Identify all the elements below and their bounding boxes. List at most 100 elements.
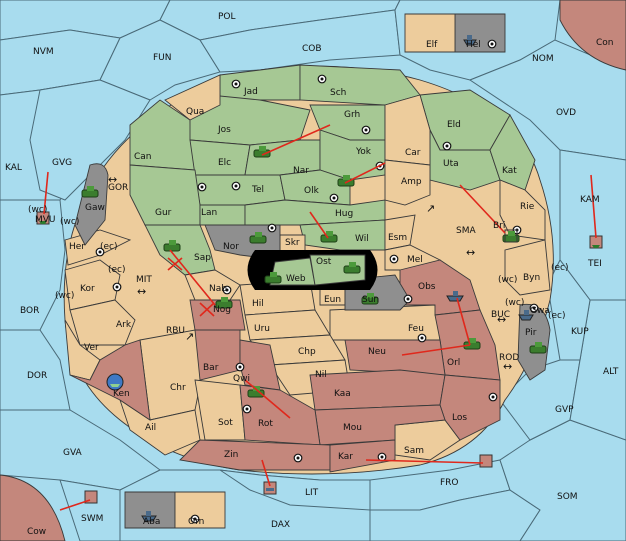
army-unit-icon[interactable]: [249, 232, 267, 244]
label-alt: ALT: [603, 367, 619, 377]
label-sot: Sot: [218, 418, 233, 428]
label-grh: Grh: [344, 110, 360, 120]
sea-region[interactable]: [499, 419, 626, 541]
fleet-unit-icon[interactable]: [504, 229, 518, 243]
label-ec-4: (ec): [548, 311, 566, 321]
province-tel[interactable]: [194, 174, 286, 206]
move-arrow: [459, 184, 506, 234]
label-wil: Wil: [355, 234, 369, 244]
label-obs: Obs: [418, 282, 436, 292]
fleet-unit-icon[interactable]: [589, 235, 603, 249]
army-unit-icon[interactable]: [163, 240, 181, 252]
province-sch[interactable]: [299, 64, 421, 106]
supply-center: [190, 514, 200, 524]
label-nog: Nog: [213, 305, 231, 315]
province-gaw[interactable]: [74, 163, 109, 246]
province-wil[interactable]: [299, 219, 386, 251]
fleet-unit-icon[interactable]: [463, 35, 477, 46]
label-ec-3: (ec): [108, 265, 126, 275]
army-unit-icon[interactable]: [253, 146, 271, 158]
province-amp[interactable]: [384, 159, 431, 206]
army-unit-icon[interactable]: [81, 186, 99, 198]
label-los: Los: [452, 413, 467, 423]
supply-center: [529, 303, 539, 313]
province-neu[interactable]: [344, 339, 446, 376]
label-hel: Hel: [466, 40, 481, 50]
fleet-units: [36, 35, 603, 522]
label-kam: KAM: [580, 195, 600, 205]
label-gwa: Gwa: [530, 306, 550, 316]
supply-center: [235, 362, 245, 372]
province-qua[interactable]: [164, 74, 221, 121]
label-ost: Ost: [316, 257, 332, 267]
label-rbu: RBU: [166, 326, 185, 336]
province-orn-box[interactable]: [174, 491, 226, 529]
province-zin[interactable]: [179, 439, 331, 471]
supply-center: [442, 141, 452, 151]
move-arrow: [43, 171, 49, 215]
label-dor: DOR: [27, 371, 47, 381]
label-zin: Zin: [224, 450, 238, 460]
move-arrow: [261, 459, 271, 487]
province-ark[interactable]: [69, 299, 136, 346]
fleet-unit-icon[interactable]: [446, 291, 464, 302]
province-pir[interactable]: [517, 303, 551, 381]
province-car[interactable]: [384, 94, 431, 166]
army-unit-icon[interactable]: [320, 231, 338, 243]
label-wc-1: (wc): [60, 217, 79, 227]
label-sun: Sun: [362, 295, 379, 305]
sea-region[interactable]: [468, 39, 626, 161]
fleet-unit-icon[interactable]: [106, 373, 124, 391]
supply-center: [317, 74, 327, 84]
label-mit: MIT: [136, 275, 152, 285]
province-byn[interactable]: [504, 239, 551, 296]
fleet-unit-icon[interactable]: [518, 310, 534, 321]
label-kal: KAL: [5, 163, 22, 173]
label-orn: Orn: [188, 517, 204, 527]
label-amp: Amp: [401, 177, 422, 187]
label-nil: Nil: [315, 370, 327, 380]
province-kat[interactable]: [489, 114, 536, 191]
army-unit-icon[interactable]: [343, 262, 361, 274]
label-eld: Eld: [447, 120, 461, 130]
supply-center: [488, 392, 498, 402]
label-buc: BUC: [491, 310, 510, 320]
label-mel: Mel: [407, 255, 423, 265]
move-arrow: [456, 297, 471, 346]
label-can: Can: [134, 152, 152, 162]
province-rot[interactable]: [239, 384, 321, 446]
sea-region[interactable]: [0, 329, 71, 411]
fleet-unit-icon[interactable]: [263, 481, 277, 495]
label-rie: Rie: [520, 202, 535, 212]
connector-icon: ↗: [185, 330, 194, 343]
label-hug: Hug: [335, 209, 353, 219]
label-lit: LIT: [305, 488, 319, 498]
province-kaa[interactable]: [309, 369, 446, 411]
label-sch: Sch: [330, 88, 346, 98]
army-unit-icon[interactable]: [264, 272, 282, 284]
failed-order-mark: [199, 302, 215, 317]
army-unit-icon[interactable]: [361, 293, 379, 305]
label-chr: Chr: [170, 383, 186, 393]
province-chr[interactable]: [139, 329, 206, 421]
label-mvu: MVU: [35, 215, 56, 225]
label-wc-2: (wc): [55, 291, 74, 301]
army-unit-icon[interactable]: [529, 342, 547, 354]
sea-region[interactable]: [559, 149, 626, 301]
fleet-unit-icon[interactable]: [479, 454, 493, 468]
sea-region[interactable]: [59, 479, 121, 541]
army-unit-icon[interactable]: [215, 297, 233, 309]
supply-center: [329, 193, 339, 203]
label-feu: Feu: [408, 324, 424, 334]
label-qua: Qua: [186, 107, 204, 117]
sea-region[interactable]: [0, 199, 66, 331]
province-elf-box[interactable]: [404, 13, 456, 53]
supply-center: [267, 223, 277, 233]
supply-center: [231, 181, 241, 191]
fleet-unit-icon[interactable]: [141, 511, 157, 522]
label-elf: Elf: [426, 40, 438, 50]
fleet-unit-icon[interactable]: [36, 211, 50, 225]
